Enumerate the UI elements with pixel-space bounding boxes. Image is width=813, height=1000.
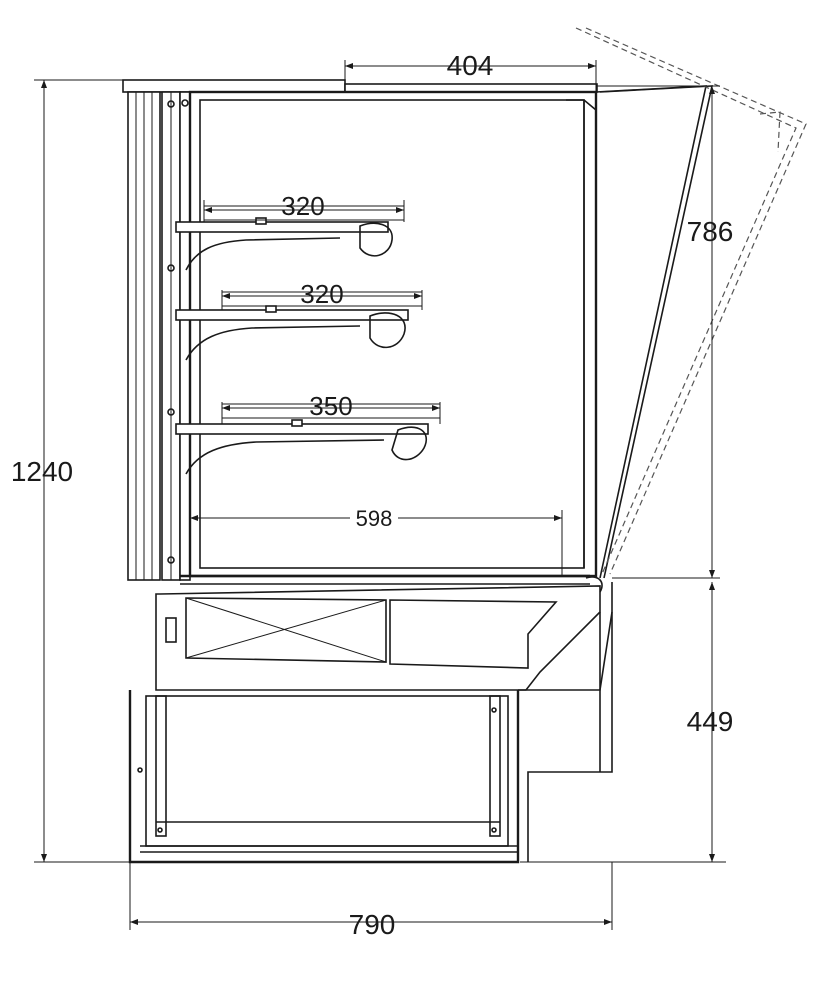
shelf-2-arm bbox=[185, 325, 361, 361]
shelf-2-deck bbox=[175, 309, 409, 321]
shelf-rail bbox=[179, 91, 191, 581]
dim-shelf-1: 320 bbox=[281, 191, 324, 221]
dim-canopy-height: 786 bbox=[687, 216, 734, 247]
shelf-1-deck bbox=[175, 221, 389, 233]
shelf-3-bracket bbox=[391, 426, 427, 461]
top-cap bbox=[122, 79, 346, 93]
dim-overall-depth: 790 bbox=[349, 909, 396, 940]
shelf-1-arm bbox=[185, 237, 341, 271]
dim-overall-height: 1240 bbox=[11, 456, 73, 487]
dim-shelf-2: 320 bbox=[300, 279, 343, 309]
control-panel bbox=[165, 617, 177, 643]
dim-deck-depth: 598 bbox=[356, 506, 393, 531]
interior-frame bbox=[188, 90, 598, 578]
upper-cabinet bbox=[122, 79, 598, 581]
base-frame bbox=[145, 695, 509, 847]
dim-base-height: 449 bbox=[687, 706, 734, 737]
shelf-3 bbox=[175, 419, 429, 475]
front-glass bbox=[575, 27, 807, 579]
bolt-icon bbox=[181, 99, 189, 107]
bolt-icon bbox=[167, 100, 175, 108]
dim-shelf-3: 350 bbox=[309, 391, 352, 421]
shelf-3-arm bbox=[185, 439, 385, 475]
bolt-icon bbox=[167, 264, 175, 272]
shelf-1-bracket bbox=[359, 222, 393, 257]
interior-frame-inner bbox=[199, 99, 585, 569]
base-stand bbox=[128, 582, 613, 864]
air-duct bbox=[389, 599, 558, 669]
bolt-icon bbox=[167, 408, 175, 416]
lower-deck-body bbox=[155, 585, 601, 691]
bolt-icon bbox=[167, 556, 175, 564]
front-hinge bbox=[585, 576, 603, 593]
dimension-lines bbox=[34, 60, 726, 930]
dim-top-opening: 404 bbox=[447, 50, 494, 81]
dimension-labels: 404 786 1240 449 790 320 320 350 598 bbox=[11, 50, 734, 940]
deck-tray bbox=[155, 574, 603, 691]
shelf-1 bbox=[175, 217, 393, 271]
shelf-2-bracket bbox=[369, 312, 406, 349]
shelf-2 bbox=[175, 305, 409, 361]
